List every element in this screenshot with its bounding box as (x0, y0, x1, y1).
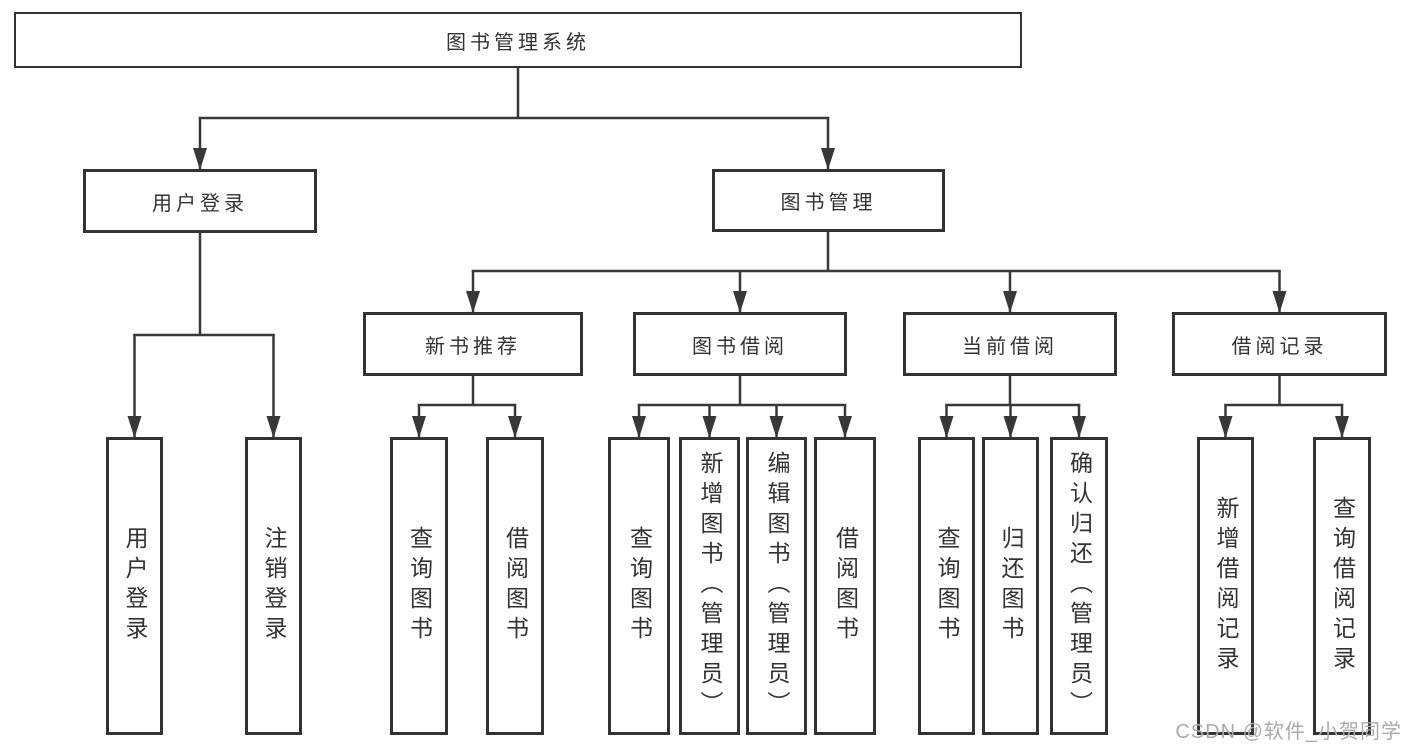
leaf-return-books: 归还图书 (982, 437, 1039, 735)
node-new-book-recommend: 新书推荐 (363, 312, 583, 376)
leaf-query-books: 查询图书 (390, 437, 448, 735)
node-book-borrowing: 图书借阅 (633, 312, 847, 376)
node-current-borrowing: 当前借阅 (903, 312, 1117, 376)
node-borrowing-records: 借阅记录 (1172, 312, 1387, 376)
leaf-query-borrow-record: 查询借阅记录 (1313, 437, 1371, 735)
connector-new-book-to-leaves (412, 376, 522, 438)
connector-user-login-to-leaves (127, 233, 281, 438)
leaf-add-borrow-record: 新增借阅记录 (1197, 437, 1254, 735)
node-book-management: 图书管理 (712, 169, 945, 232)
node-root-library-system: 图书管理系统 (14, 12, 1022, 68)
connector-book-mgmt-to-level3 (466, 232, 1287, 313)
leaf-borrow-books: 借阅图书 (486, 437, 544, 735)
csdn-watermark: CSDN @软件_小贺同学 (1175, 721, 1402, 743)
node-user-login: 用户登录 (83, 169, 317, 233)
connector-borrow-records-to-leaves (1218, 376, 1349, 438)
leaf-confirm-return-admin: 确认归还（管理员） (1050, 437, 1108, 735)
connector-current-borrow-to-leaves (939, 376, 1086, 438)
leaf-query-books: 查询图书 (608, 437, 670, 735)
leaf-user-login: 用户登录 (106, 437, 163, 735)
connector-root-to-level2 (193, 68, 835, 170)
leaf-edit-books-admin: 编辑图书（管理员） (746, 437, 807, 735)
leaf-query-books: 查询图书 (918, 437, 975, 735)
leaf-logout: 注销登录 (245, 437, 302, 735)
leaf-borrow-books: 借阅图书 (814, 437, 876, 735)
connector-book-borrow-to-leaves (632, 376, 852, 438)
leaf-add-books-admin: 新增图书（管理员） (679, 437, 740, 735)
